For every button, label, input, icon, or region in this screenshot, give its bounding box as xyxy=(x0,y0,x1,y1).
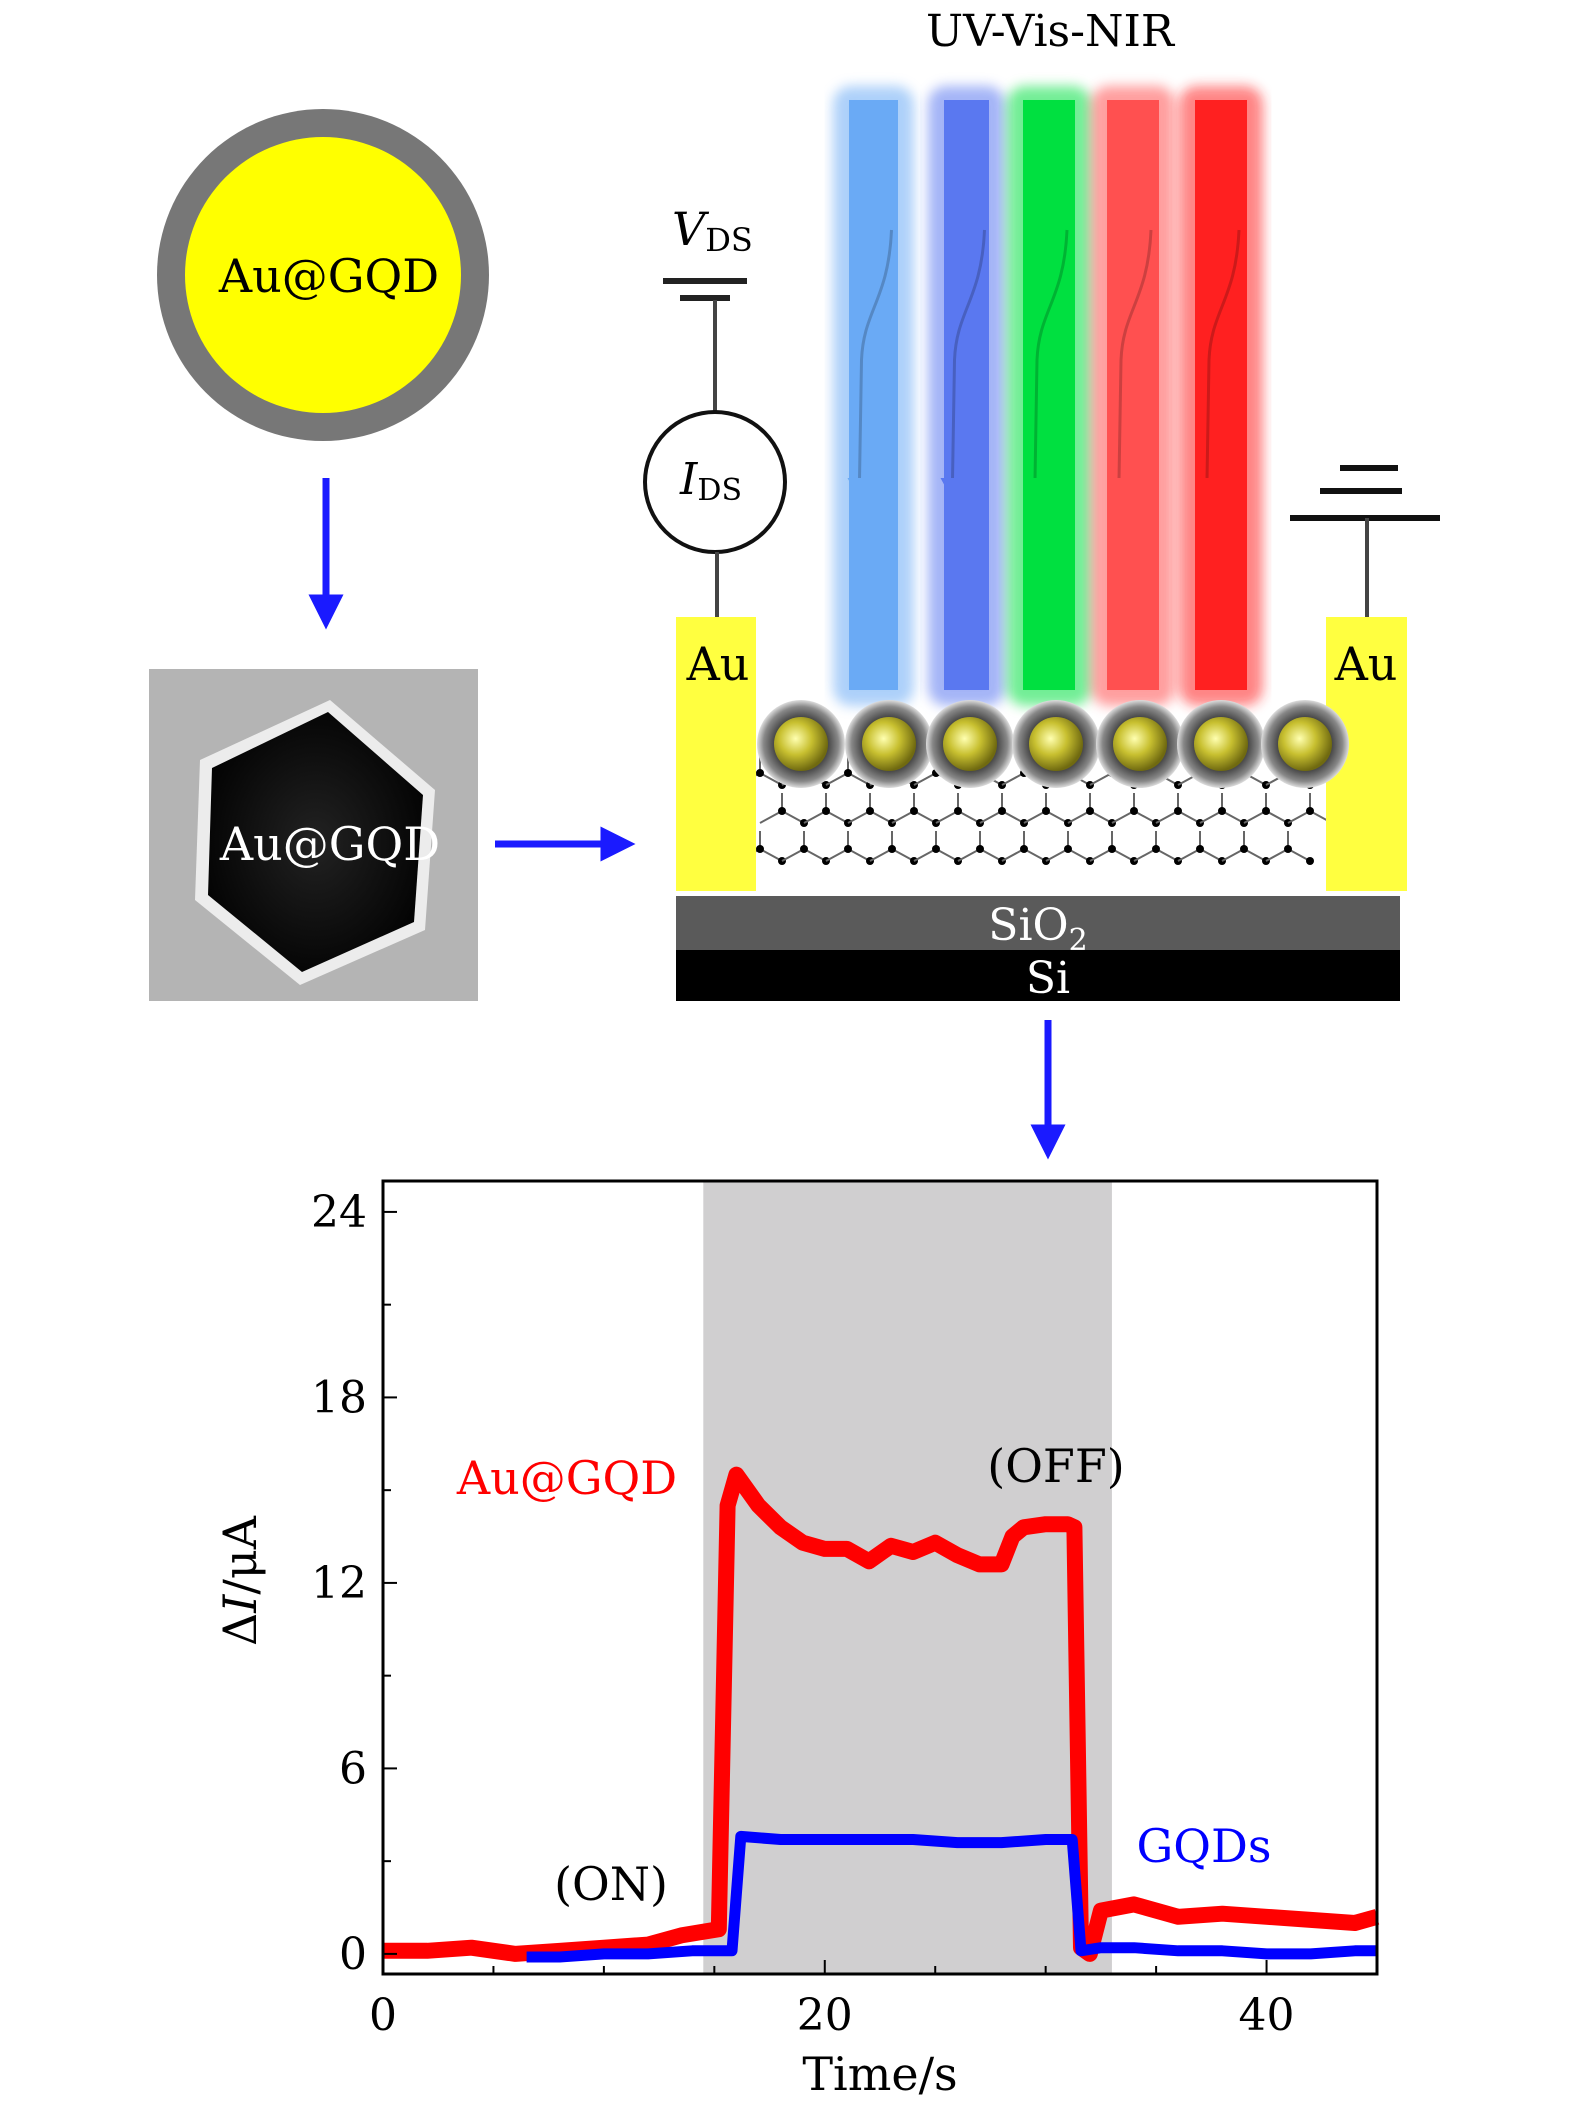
x-axis-label: Time/s xyxy=(802,2047,957,2101)
si-label: Si xyxy=(1026,953,1070,1004)
electrode-right-label: Au xyxy=(1334,637,1398,691)
si-layer xyxy=(676,950,1400,1001)
light-label: UV-Vis-NIR xyxy=(926,6,1176,57)
photon-arrow-icon xyxy=(1107,478,1131,500)
x-tick-label: 40 xyxy=(1239,1990,1295,2041)
device-schematic: UV-Vis-NIR VDS IDS Au Au SiO2 Si xyxy=(643,6,1440,1004)
vds-label: VDS xyxy=(672,202,753,259)
ids-label: IDS xyxy=(679,454,742,508)
photon-arrow-icon xyxy=(847,478,872,500)
annotation-off: (OFF) xyxy=(987,1439,1124,1493)
photocurrent-chart: 0 6 12 18 24 0 20 40 Time/s ΔI/μA Au@GQD… xyxy=(213,1179,1380,2101)
illumination-shade xyxy=(703,1181,1112,1974)
electrode-left-label: Au xyxy=(686,637,750,691)
y-axis-label: ΔI/μA xyxy=(213,1515,267,1646)
photon-arrow-icon xyxy=(940,478,965,500)
light-beam-core xyxy=(1195,100,1247,690)
photon-arrow-icon xyxy=(1023,478,1047,500)
legend-au-gqd: Au@GQD xyxy=(456,1451,677,1505)
light-beam-core xyxy=(944,100,989,690)
light-beam-core xyxy=(1023,100,1075,690)
particle-label: Au@GQD xyxy=(218,249,439,303)
light-beam-core xyxy=(849,100,898,690)
sio2-label: SiO2 xyxy=(988,900,1087,958)
y-tick-label: 12 xyxy=(311,1558,367,1609)
series-line-au-gqd xyxy=(383,1466,1380,1962)
plot-frame xyxy=(381,1179,1379,1976)
light-beams xyxy=(833,86,1263,706)
tem-image: Au@GQD xyxy=(149,669,478,1001)
x-tick-label: 20 xyxy=(797,1990,853,2041)
y-tick-label: 24 xyxy=(311,1187,367,1238)
series-line-gqds xyxy=(526,1830,1377,1963)
tem-label: Au@GQD xyxy=(219,817,440,871)
sio2-layer xyxy=(676,896,1400,950)
y-tick-label: 18 xyxy=(311,1372,367,1423)
legend-gqds: GQDs xyxy=(1137,1819,1272,1873)
y-tick-label: 0 xyxy=(339,1929,367,1980)
y-tick-label: 6 xyxy=(339,1743,367,1794)
photon-arrow-icon xyxy=(1195,478,1219,500)
electrode-left xyxy=(676,617,756,891)
annotation-on: (ON) xyxy=(554,1857,668,1911)
light-beam-core xyxy=(1107,100,1159,690)
x-tick-label: 0 xyxy=(369,1990,397,2041)
au-gqd-particle-illustration: Au@GQD xyxy=(157,109,489,441)
nanoparticles xyxy=(757,700,1349,788)
